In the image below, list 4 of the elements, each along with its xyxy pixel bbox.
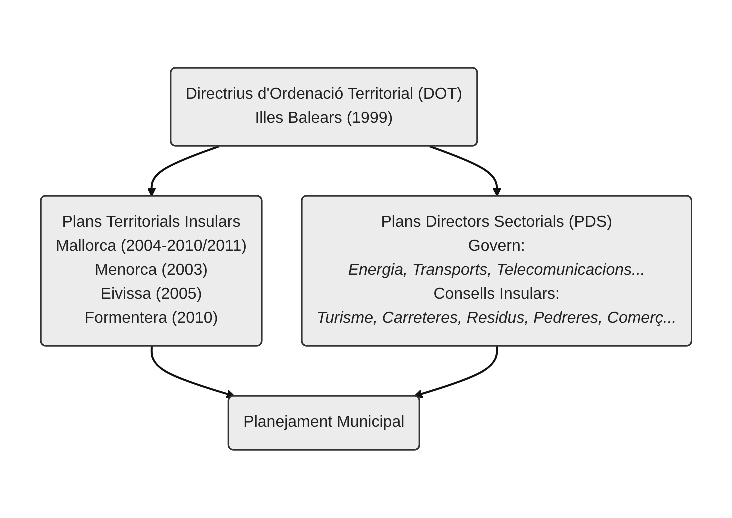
arrow <box>147 146 220 197</box>
arrow <box>429 146 502 197</box>
arrow <box>414 346 498 398</box>
arrow <box>150 346 236 398</box>
